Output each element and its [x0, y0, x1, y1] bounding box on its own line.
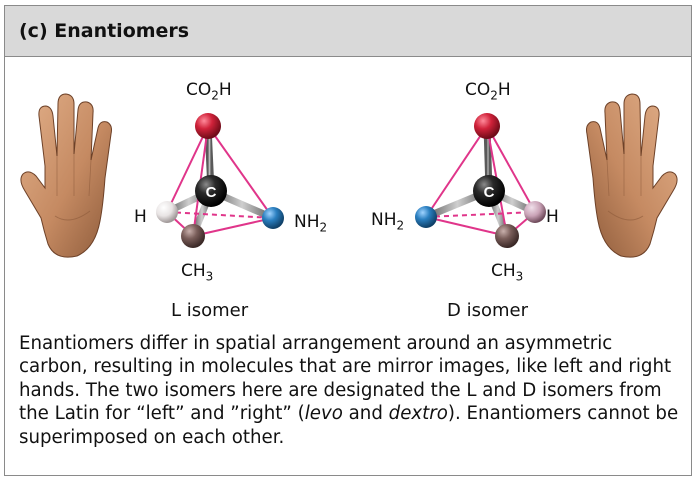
hydrogen-atom: [156, 201, 178, 223]
l-isomer-molecule: [156, 113, 284, 248]
caption-text: Enantiomers differ in spatial arrangemen…: [19, 333, 679, 448]
panel-header: (c) Enantiomers: [5, 6, 691, 57]
nitrogen-atom: [415, 206, 437, 228]
enantiomers-figure: C C CO2H H NH2 CH3 L isomer CO2H NH2 H C…: [5, 56, 693, 331]
d-top-label: CO2H: [465, 80, 511, 103]
l-isomer-label: L isomer: [171, 300, 249, 321]
d-left-label: NH2: [371, 210, 405, 233]
carboxyl-atom: [195, 113, 221, 139]
carbon-letter-left: C: [206, 184, 217, 201]
carbon-atom: [195, 175, 227, 207]
nitrogen-atom: [262, 207, 284, 229]
methyl-atom: [495, 224, 519, 248]
molecule-diagram: C C: [20, 93, 678, 258]
l-right-label: NH2: [294, 212, 328, 235]
methyl-atom: [181, 224, 205, 248]
carbon-atom: [473, 175, 505, 207]
carboxyl-atom: [474, 113, 500, 139]
left-hand-icon: [20, 93, 112, 258]
l-left-label: H: [134, 207, 147, 227]
l-top-label: CO2H: [186, 80, 232, 103]
carbon-letter-right: C: [484, 184, 495, 201]
d-isomer-molecule: [415, 113, 546, 248]
d-bottom-label: CH3: [491, 261, 524, 284]
right-hand-icon: [586, 93, 678, 258]
d-right-label: H: [546, 207, 559, 227]
hydrogen-atom: [524, 201, 546, 223]
enantiomers-panel: (c) Enantiomers: [4, 5, 692, 476]
l-bottom-label: CH3: [181, 261, 214, 284]
panel-title: (c) Enantiomers: [19, 20, 190, 42]
d-isomer-label: D isomer: [447, 300, 528, 321]
